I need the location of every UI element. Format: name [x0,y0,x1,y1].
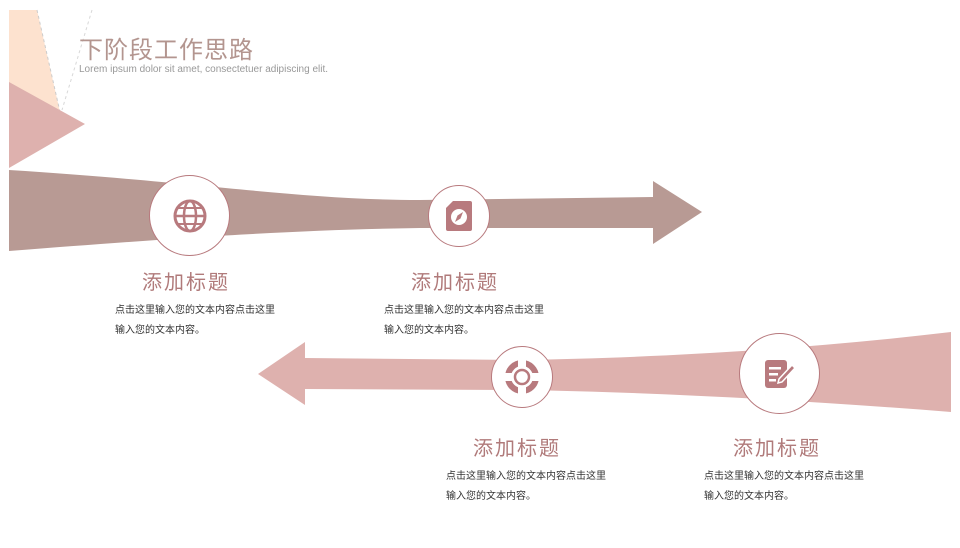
compass-icon [446,201,472,231]
edit-note-icon [764,359,796,388]
globe-icon [173,199,206,232]
step-1-node[interactable] [149,175,230,256]
lower-arrow [258,332,951,412]
step-4-body: 点击这里输入您的文本内容点击这里输入您的文本内容。 [704,471,864,502]
page-subtitle: Lorem ipsum dolor sit amet, consectetuer… [79,64,329,75]
step-2-node[interactable] [428,185,490,247]
upper-arrow [9,170,702,251]
lifebuoy-icon [505,360,539,394]
step-4-node[interactable] [739,333,820,414]
step-4-card: 添加标题 点击这里输入您的文本内容点击这里输入您的文本内容。 [704,432,864,507]
step-3-node[interactable] [491,346,553,408]
step-2-card: 添加标题 点击这里输入您的文本内容点击这里输入您的文本内容。 [384,266,544,341]
corner-peach-shape [9,10,60,112]
page-title: 下阶段工作思路 [79,36,254,64]
step-3-title: 添加标题 [473,436,561,460]
step-1-body: 点击这里输入您的文本内容点击这里输入您的文本内容。 [115,305,275,336]
step-2-body: 点击这里输入您的文本内容点击这里输入您的文本内容。 [384,305,544,336]
step-1-card: 添加标题 点击这里输入您的文本内容点击这里输入您的文本内容。 [115,266,275,341]
step-3-body: 点击这里输入您的文本内容点击这里输入您的文本内容。 [446,471,606,502]
step-1-title: 添加标题 [142,270,230,294]
step-4-title: 添加标题 [733,436,821,460]
step-3-card: 添加标题 点击这里输入您的文本内容点击这里输入您的文本内容。 [446,432,606,507]
corner-pink-triangle [9,82,85,168]
step-2-title: 添加标题 [411,270,499,294]
